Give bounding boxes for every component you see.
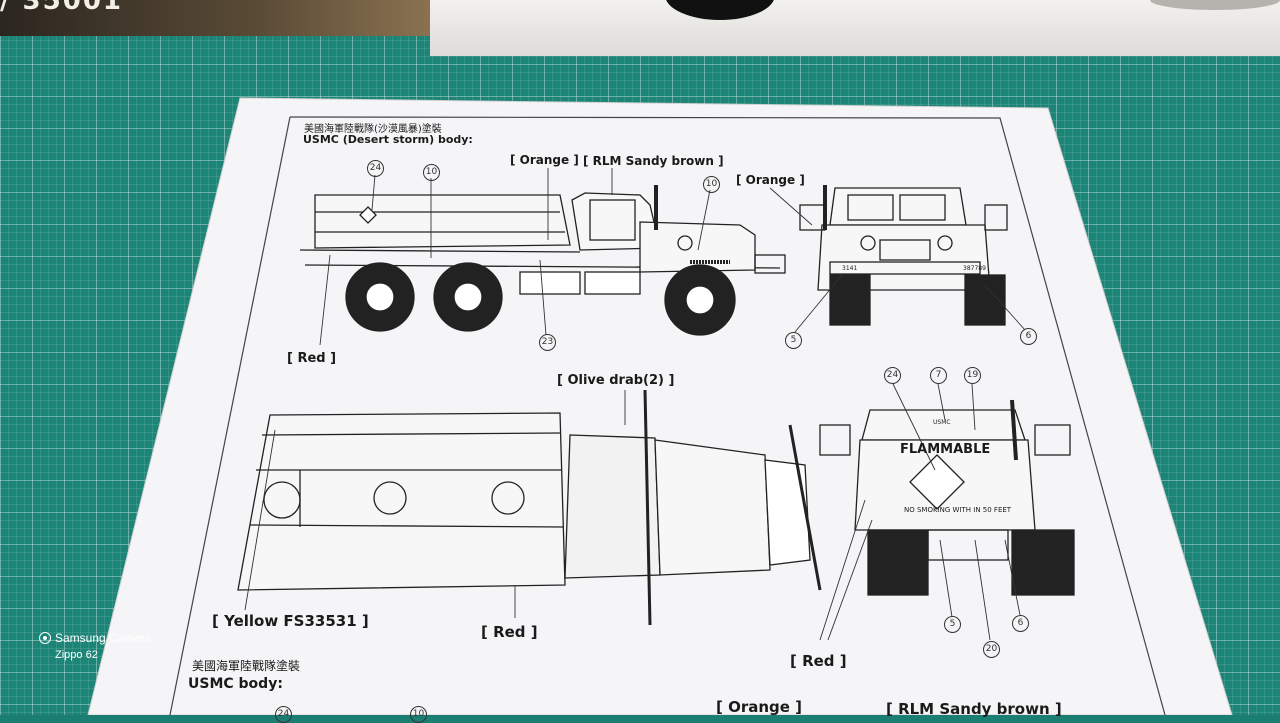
callout-red-right: [ Red ] xyxy=(790,652,847,670)
box-wheel-image xyxy=(665,0,775,20)
part-number-19-rear: 19 xyxy=(964,367,981,384)
decal-usmc: USMC xyxy=(933,419,951,426)
box-side-text: / 35001 xyxy=(0,0,124,16)
callout-olive-drab: [ Olive drab(2) ] xyxy=(557,373,675,388)
truck-side-view xyxy=(299,185,786,336)
truck-rear-view xyxy=(819,399,1075,596)
part-number-5-front: 5 xyxy=(785,332,802,349)
watermark-lens: Zippo 62 xyxy=(55,649,98,661)
part-number-10-a: 10 xyxy=(423,164,440,181)
part-number-10-b: 10 xyxy=(703,176,720,193)
decal-flammable: FLAMMABLE xyxy=(900,442,991,457)
part-number-5-rear: 5 xyxy=(944,616,961,633)
part-number-7-rear: 7 xyxy=(930,367,947,384)
section1-title: USMC (Desert storm) body: xyxy=(303,133,473,146)
callout-rlm-sandy-bottom: [ RLM Sandy brown ] xyxy=(886,700,1062,718)
callout-yellow: [ Yellow FS33531 ] xyxy=(212,612,369,630)
section1-chinese-title: 美國海軍陸戰隊(沙漠風暴)塗裝 xyxy=(304,124,442,135)
section2-chinese-title: 美國海軍陸戰隊塗裝 xyxy=(192,659,301,673)
part-number-20-rear: 20 xyxy=(983,641,1000,658)
callout-orange-front: [ Orange ] xyxy=(736,173,805,187)
callout-red-center: [ Red ] xyxy=(481,623,538,641)
decal-plate-right: 387789 xyxy=(963,265,986,272)
part-number-6-rear: 6 xyxy=(1012,615,1029,632)
box-light-panel xyxy=(430,0,1280,56)
leader-lines xyxy=(244,168,1026,641)
part-number-6-front: 6 xyxy=(1020,328,1037,345)
box-wheel-image-2 xyxy=(1150,0,1280,10)
watermark-camera: Samsung Camera xyxy=(55,631,152,645)
part-number-23: 23 xyxy=(539,334,556,351)
box-dark-panel: / 35001 xyxy=(0,0,430,36)
callout-orange-top: [ Orange ] xyxy=(510,153,579,167)
callout-orange-bottom: [ Orange ] xyxy=(716,698,803,716)
part-number-24-rear: 24 xyxy=(884,367,901,384)
copyright-icon xyxy=(39,632,51,644)
callout-red-left: [ Red ] xyxy=(287,351,337,366)
truck-front-view xyxy=(799,185,1008,326)
truck-top-view xyxy=(237,389,822,626)
kit-box: / 35001 xyxy=(0,0,1280,56)
callout-rlm-sandy-top: [ RLM Sandy brown ] xyxy=(583,154,724,168)
part-number-24-top: 24 xyxy=(367,160,384,177)
section2-title: USMC body: xyxy=(188,676,283,692)
decal-no-smoking: NO SMOKING WITH IN 50 FEET xyxy=(904,506,1012,514)
decal-plate-left: 3141 xyxy=(842,265,858,272)
